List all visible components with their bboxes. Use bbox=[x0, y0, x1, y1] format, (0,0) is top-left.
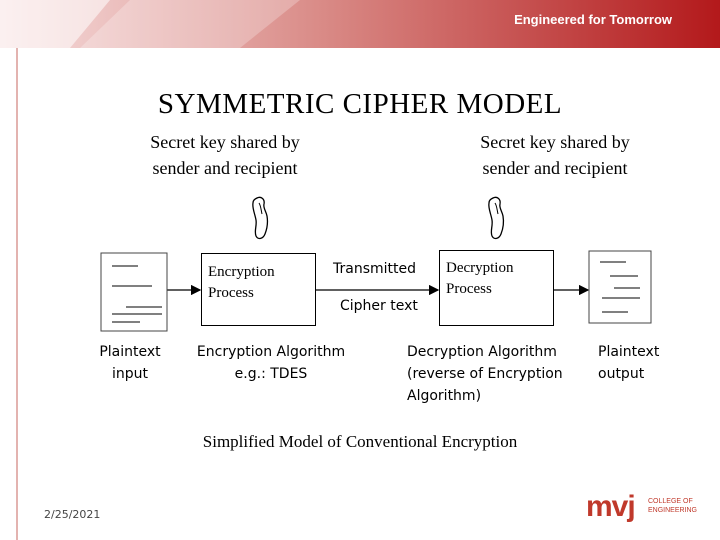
plaintext-output-caption: Plaintext output bbox=[598, 341, 678, 385]
plaintext-input-line1: Plaintext bbox=[99, 344, 161, 360]
decryption-label-line2: Process bbox=[446, 281, 492, 297]
logo-subtext-line2: ENGINEERING bbox=[648, 507, 698, 514]
header-banner bbox=[0, 0, 720, 48]
left-accent-line bbox=[16, 48, 18, 540]
decryption-label-line1: Decryption bbox=[446, 260, 514, 276]
decryption-algorithm-line3: Algorithm) bbox=[407, 388, 482, 404]
plaintext-output-document bbox=[588, 250, 652, 324]
encryption-process-label: Encryption Process bbox=[208, 262, 275, 304]
cipher-text-label: Cipher text bbox=[340, 298, 418, 314]
college-logo: mvj COLLEGE OF ENGINEERING bbox=[586, 490, 706, 526]
diagram-subtitle: Simplified Model of Conventional Encrypt… bbox=[202, 432, 518, 451]
secret-key-left-line1: Secret key shared by bbox=[150, 132, 300, 152]
secret-key-right: Secret key shared by sender and recipien… bbox=[440, 129, 670, 181]
key-icon bbox=[252, 196, 269, 240]
encryption-label-line2: Process bbox=[208, 285, 254, 301]
secret-key-right-line2: sender and recipient bbox=[482, 158, 628, 178]
decryption-algorithm-line2: (reverse of Encryption bbox=[407, 366, 563, 382]
plaintext-output-line2: output bbox=[598, 366, 645, 382]
secret-key-left: Secret key shared by sender and recipien… bbox=[110, 129, 340, 181]
decryption-algorithm-line1: Decryption Algorithm bbox=[407, 344, 557, 360]
plaintext-input-caption: Plaintext input bbox=[90, 341, 170, 385]
decryption-process-box: Decryption Process bbox=[439, 250, 554, 326]
banner-tagline: Engineered for Tomorrow bbox=[514, 12, 672, 27]
plaintext-output-line1: Plaintext bbox=[598, 344, 660, 360]
plaintext-input-document bbox=[100, 252, 168, 332]
logo-subtext-line1: COLLEGE OF bbox=[648, 498, 693, 505]
logo-subtext: COLLEGE OF ENGINEERING bbox=[648, 497, 697, 515]
encryption-algorithm-line1: Encryption Algorithm bbox=[196, 344, 346, 360]
decryption-process-label: Decryption Process bbox=[446, 258, 513, 300]
secret-key-right-line1: Secret key shared by bbox=[480, 132, 630, 152]
footer-date: 2/25/2021 bbox=[44, 508, 101, 521]
logo-mark: mvj bbox=[586, 490, 636, 523]
key-icon bbox=[488, 196, 505, 240]
page-title: SYMMETRIC CIPHER MODEL bbox=[157, 88, 563, 120]
encryption-process-box: Encryption Process bbox=[201, 253, 316, 326]
encryption-label-line1: Encryption bbox=[208, 264, 275, 280]
plaintext-input-line2: input bbox=[111, 366, 148, 382]
encryption-algorithm-line2: e.g.: TDES bbox=[234, 366, 308, 382]
encryption-algorithm-caption: Encryption Algorithm e.g.: TDES bbox=[183, 341, 359, 385]
secret-key-left-line2: sender and recipient bbox=[152, 158, 298, 178]
decryption-algorithm-caption: Decryption Algorithm (reverse of Encrypt… bbox=[407, 341, 587, 407]
transmitted-label: Transmitted bbox=[333, 261, 417, 277]
